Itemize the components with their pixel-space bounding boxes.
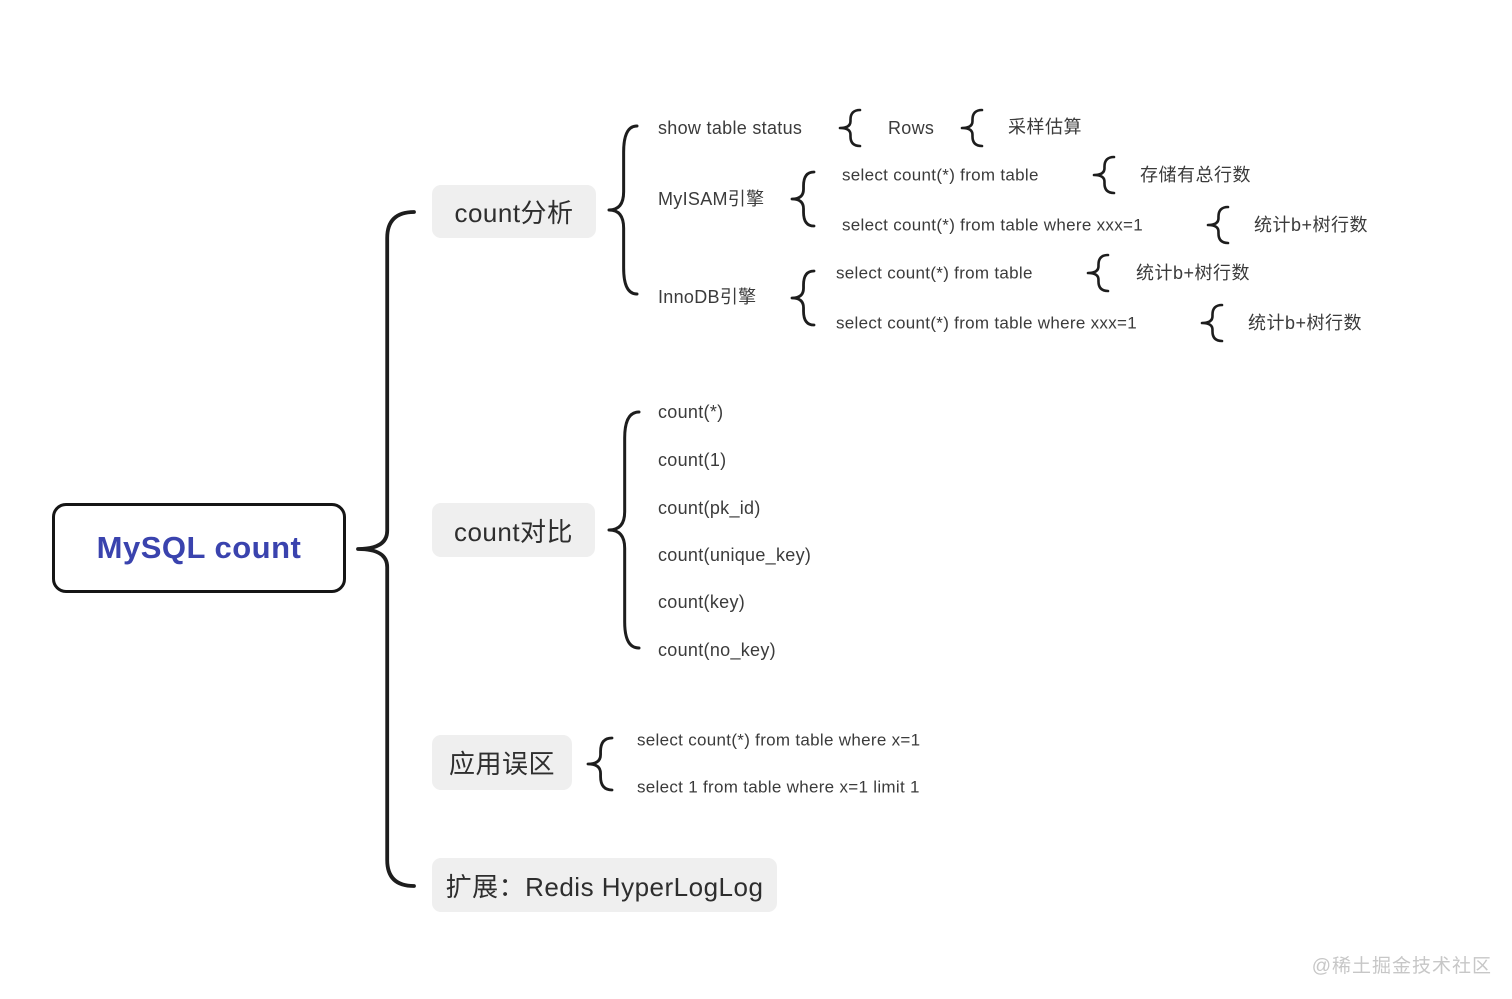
leaf-count-key: count(key) <box>658 592 746 612</box>
watermark: @稀土掘金技术社区 <box>1311 956 1492 977</box>
count-analysis-brace <box>607 124 639 296</box>
leaf-innodb-select-count-where: select count(*) from table where xxx=1 <box>836 313 1137 333</box>
branch-node-count-analysis: count分析 <box>432 185 596 238</box>
leaf-innodb-engine: InnoDB引擎 <box>658 287 757 307</box>
branch-label: count分析 <box>454 198 574 228</box>
branch-node-count-compare: count对比 <box>432 503 595 557</box>
leaf-myisam-select-count: select count(*) from table <box>842 165 1039 185</box>
count-compare-brace <box>607 410 641 650</box>
root-node: MySQL count <box>52 503 346 593</box>
leaf-rows: Rows <box>888 118 935 138</box>
myisam-row2-brace <box>1206 205 1230 245</box>
branch-label: 应用误区 <box>448 749 555 779</box>
leaf-myisam-select-count-where: select count(*) from table where xxx=1 <box>842 215 1143 235</box>
leaf-misuse-select-1-limit: select 1 from table where x=1 limit 1 <box>637 777 920 797</box>
rows-brace <box>960 108 984 148</box>
leaf-show-table-status: show table status <box>658 118 803 138</box>
leaf-count-btree-rows-1: 统计b+树行数 <box>1254 215 1369 235</box>
misuse-brace <box>586 736 614 792</box>
leaf-stored-total-rows: 存储有总行数 <box>1140 165 1251 185</box>
myisam-brace <box>790 170 816 228</box>
show-table-status-brace <box>838 108 862 148</box>
innodb-row1-brace <box>1086 253 1110 293</box>
root-label: MySQL count <box>96 530 302 565</box>
leaf-count-btree-rows-2: 统计b+树行数 <box>1136 263 1251 283</box>
leaf-innodb-select-count: select count(*) from table <box>836 263 1033 283</box>
leaf-count-star: count(*) <box>658 402 724 422</box>
branch-node-extension-redis-hyperloglog: 扩展：Redis HyperLogLog <box>432 858 777 912</box>
branch-node-misuse: 应用误区 <box>432 735 572 790</box>
branch-label: count对比 <box>453 516 574 547</box>
leaf-count-unique-key: count(unique_key) <box>658 545 812 565</box>
innodb-brace <box>790 269 816 327</box>
leaf-sampling-estimate: 采样估算 <box>1008 117 1082 137</box>
leaf-myisam-engine: MyISAM引擎 <box>658 189 765 209</box>
leaf-misuse-select-count: select count(*) from table where x=1 <box>637 730 921 750</box>
leaf-count-pk-id: count(pk_id) <box>658 498 761 518</box>
branch-label: 扩展：Redis HyperLogLog <box>445 871 764 902</box>
myisam-row1-brace <box>1092 155 1116 195</box>
innodb-row2-brace <box>1200 303 1224 343</box>
root-brace <box>356 210 416 888</box>
leaf-count-1: count(1) <box>658 450 727 470</box>
leaf-count-no-key: count(no_key) <box>658 640 776 660</box>
leaf-count-btree-rows-3: 统计b+树行数 <box>1248 313 1363 333</box>
